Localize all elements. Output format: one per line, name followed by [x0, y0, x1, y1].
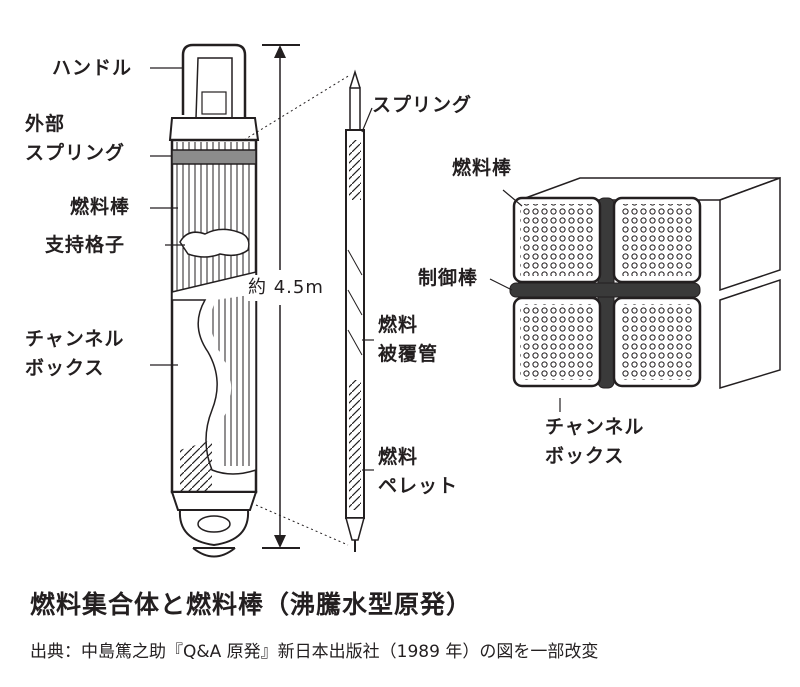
handle-shape: [181, 43, 247, 120]
label-rod-spring: スプリング: [372, 94, 473, 116]
label-length: 約 4.5m: [248, 275, 324, 301]
fuel-rod: [345, 69, 365, 552]
figure-source: 出典：中島篤之助『Q&A 原発』新日本出版社（1989 年）の図を一部改変: [30, 642, 599, 662]
leader-lines: [150, 67, 561, 471]
cross-section: [509, 176, 781, 390]
fuel-assembly: [168, 43, 260, 558]
spacer-grid-shape: [179, 228, 250, 258]
label-spacer-grid: 支持格子: [45, 234, 126, 256]
label-cs-fuel-rods: 燃料棒: [452, 157, 513, 179]
outer-spring: [171, 149, 257, 165]
label-cs-channel-box-1: チャンネル: [545, 416, 645, 438]
label-channel-box-1: チャンネル: [25, 328, 125, 350]
length-dimension: [262, 44, 300, 549]
label-fuel-rods: 燃料棒: [70, 196, 131, 218]
label-handle: ハンドル: [52, 57, 133, 79]
label-cladding-2: 被覆管: [378, 343, 439, 365]
label-control-rod: 制御棒: [418, 267, 479, 289]
label-outer-spring-1: 外部: [25, 113, 66, 135]
label-cladding-1: 燃料: [378, 314, 419, 336]
label-pellet-2: ペレット: [378, 475, 459, 497]
label-outer-spring-2: スプリング: [25, 142, 126, 164]
label-channel-box-2: ボックス: [25, 357, 105, 379]
label-pellet-1: 燃料: [378, 446, 419, 468]
rod-pellets: [349, 380, 361, 510]
rod-spring: [349, 140, 361, 200]
label-cs-channel-box-2: ボックス: [545, 445, 625, 467]
figure-title: 燃料集合体と燃料棒（沸騰水型原発）: [30, 590, 473, 619]
